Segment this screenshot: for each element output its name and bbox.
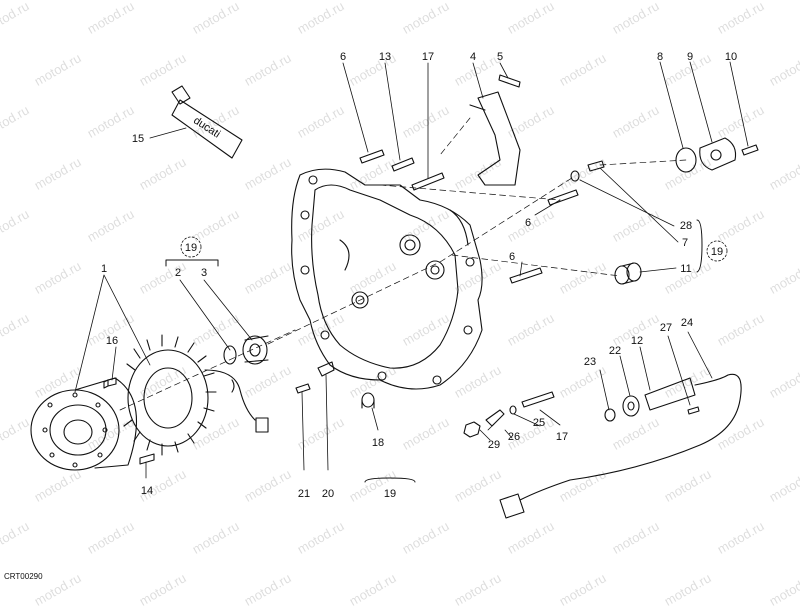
part-number-label: 3 <box>201 267 207 279</box>
bolt-14 <box>139 453 155 465</box>
clip-20 <box>317 361 335 377</box>
bolt-5 <box>498 74 521 88</box>
part-number-label: 23 <box>584 356 596 368</box>
part-number-label: 19 <box>185 242 197 254</box>
sealant-tube <box>171 85 243 159</box>
part-number-label: 18 <box>372 437 384 449</box>
group-braces <box>165 219 703 483</box>
dowel-18 <box>361 392 375 409</box>
part-number-label: 6 <box>509 251 515 263</box>
part-number-label: 14 <box>141 485 153 497</box>
sleeve-11 <box>614 262 642 285</box>
leader-lines <box>74 61 749 479</box>
stator-coil <box>123 334 269 456</box>
generator-rotor <box>30 377 138 471</box>
part-number-label: 13 <box>379 51 391 63</box>
drawing-code: CRT00290 <box>4 572 43 581</box>
part-number-label: 21 <box>298 488 310 500</box>
bolt-13 <box>391 157 415 172</box>
bolt-27 <box>687 406 700 415</box>
bearing <box>242 335 269 365</box>
bracket <box>469 91 521 186</box>
part-number-label: 16 <box>106 335 118 347</box>
part-number-label: 17 <box>556 431 568 443</box>
washer-28 <box>570 170 580 182</box>
part-number-label: 2 <box>175 267 181 279</box>
part-number-label: 27 <box>660 322 672 334</box>
bolt-16 <box>103 377 117 389</box>
part-number-label: 17 <box>422 51 434 63</box>
part-number-label: 7 <box>682 237 688 249</box>
nut-29 <box>463 421 481 438</box>
part-number-label: 10 <box>725 51 737 63</box>
bolt-10 <box>741 144 759 156</box>
part-number-label: 12 <box>631 335 643 347</box>
part-number-label: 26 <box>508 431 520 443</box>
part-number-label: 24 <box>681 317 693 329</box>
crankcase-cover <box>291 168 483 390</box>
part-number-label: 22 <box>609 345 621 357</box>
spacer-22 <box>622 395 640 417</box>
part-number-label: 28 <box>680 220 692 232</box>
part-number-label: 15 <box>132 133 144 145</box>
part-number-label: 5 <box>497 51 503 63</box>
part-number-label: 6 <box>525 217 531 229</box>
bolt-6-low <box>509 267 543 284</box>
inspection-cover <box>699 137 737 171</box>
bolt-17-top <box>411 172 445 191</box>
washer-23 <box>604 408 616 422</box>
washer-25 <box>509 405 517 415</box>
part-number-label: 19 <box>711 246 723 258</box>
part-number-label: 1 <box>101 263 107 275</box>
o-ring <box>675 147 697 173</box>
seal-ring <box>223 345 237 365</box>
pickup-sensor <box>499 373 742 519</box>
sensor-26 <box>485 409 505 427</box>
part-number-label: 29 <box>488 439 500 451</box>
bolt-6-top <box>359 149 385 164</box>
bolt-21 <box>295 383 311 394</box>
part-number-label: 19 <box>384 488 396 500</box>
part-number-label: 4 <box>470 51 476 63</box>
assembly-lines <box>119 117 687 411</box>
callout-circles <box>180 236 728 262</box>
bolt-6-mid <box>547 189 579 206</box>
bolt-7 <box>587 160 605 172</box>
part-number-label: 11 <box>680 263 691 275</box>
part-number-label: 6 <box>340 51 346 63</box>
part-number-label: 9 <box>687 51 693 63</box>
part-number-label: 8 <box>657 51 663 63</box>
part-number-label: 25 <box>533 417 545 429</box>
part-number-label: 20 <box>322 488 334 500</box>
bolt-17-low <box>521 391 555 408</box>
